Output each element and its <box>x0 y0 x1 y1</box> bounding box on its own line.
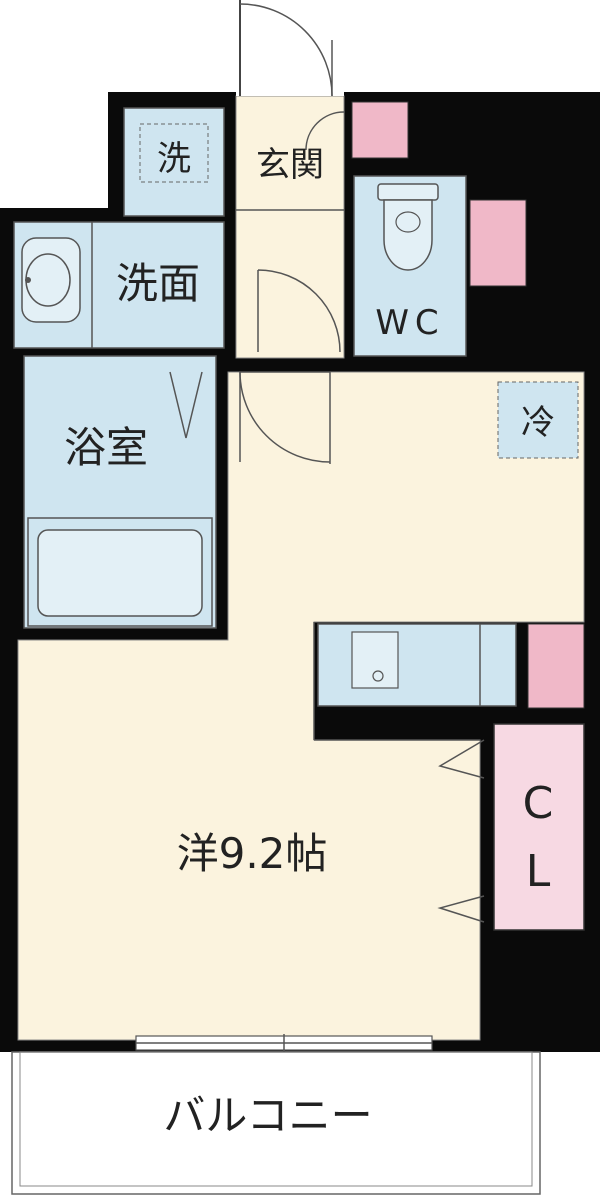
kitchen-counter <box>313 622 517 741</box>
label-washroom: 洗面 <box>116 259 200 308</box>
storage-blocks <box>351 101 585 709</box>
wc-room <box>353 175 467 357</box>
closet <box>437 723 585 931</box>
label-wc: WC <box>375 303 444 343</box>
label-washer: 洗 <box>157 139 191 179</box>
label-balcony: バルコニー <box>163 1091 372 1140</box>
balcony <box>11 1051 541 1195</box>
label-closet-l: L <box>526 846 551 897</box>
label-closet-c: C <box>523 778 554 829</box>
washroom <box>13 221 225 349</box>
label-entrance: 玄関 <box>256 145 324 185</box>
fridge-marker <box>497 381 579 459</box>
balcony-window <box>135 1034 433 1052</box>
label-bathroom: 浴室 <box>64 423 148 472</box>
bathroom <box>23 355 217 629</box>
living-door <box>239 371 331 464</box>
label-room: 洋9.2帖 <box>177 829 328 878</box>
entrance-area <box>235 95 345 359</box>
label-fridge: 冷 <box>521 403 555 443</box>
washer-area <box>123 107 225 217</box>
front-door <box>236 0 344 97</box>
